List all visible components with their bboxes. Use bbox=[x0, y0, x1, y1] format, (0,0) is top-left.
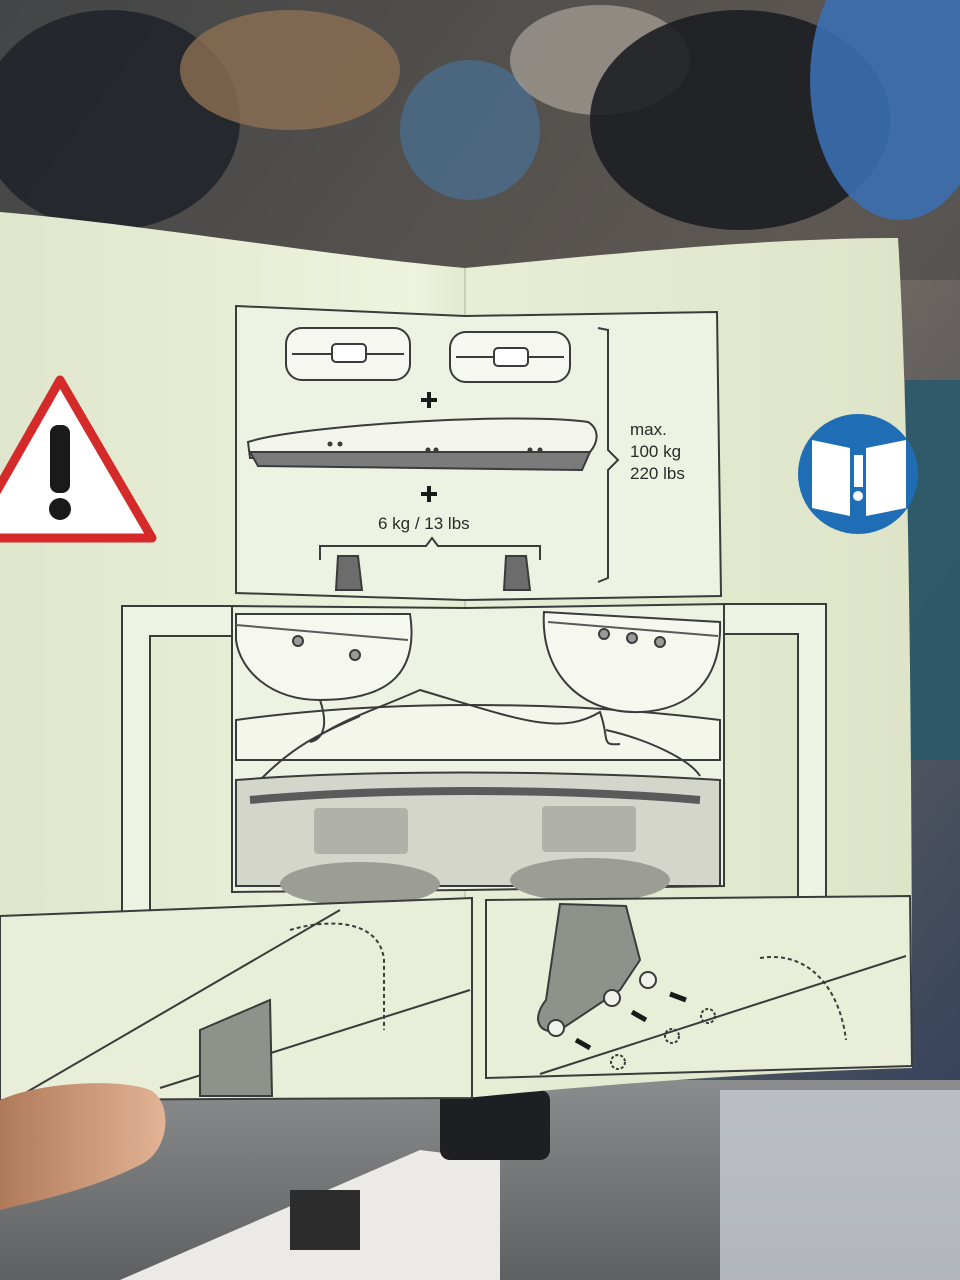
luggage-left bbox=[285, 327, 411, 381]
mounting-panel bbox=[231, 602, 725, 906]
roof-bar-foot-right bbox=[502, 555, 532, 591]
bottom-left-panel bbox=[0, 896, 473, 1102]
roof-bar-foot-left bbox=[334, 555, 364, 591]
bottom-right-panel bbox=[485, 894, 914, 1080]
max-load-line-3: 220 lbs bbox=[630, 464, 685, 483]
max-load-label: max. 100 kg 220 lbs bbox=[630, 419, 685, 485]
max-load-line-2: 100 kg bbox=[630, 442, 682, 461]
load-panel bbox=[235, 304, 723, 602]
read-manual-icon bbox=[798, 414, 918, 534]
finger bbox=[0, 1083, 166, 1210]
roof-box bbox=[246, 417, 598, 472]
bar-weight-label: 6 kg / 13 lbs bbox=[378, 514, 470, 533]
luggage-right bbox=[449, 331, 571, 383]
warning-triangle-icon bbox=[0, 375, 157, 543]
max-load-line-1: max. bbox=[630, 420, 667, 439]
